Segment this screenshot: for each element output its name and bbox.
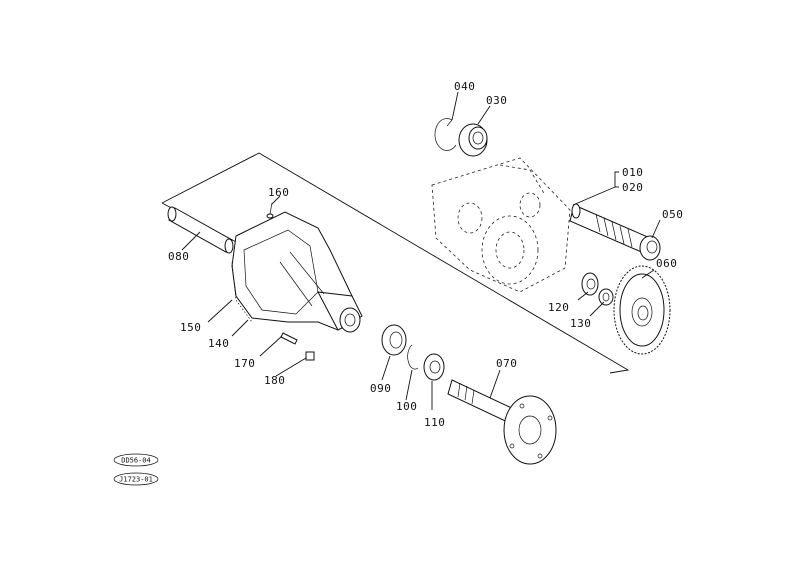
gear-060	[613, 265, 671, 355]
label-130: 130	[570, 317, 591, 330]
label-120: 120	[548, 301, 569, 314]
transmission-case	[431, 157, 571, 293]
bearing-050	[639, 235, 661, 261]
label-050: 050	[662, 208, 683, 221]
label-080: 080	[168, 250, 189, 263]
axle-housing-150	[231, 211, 363, 333]
label-020: 020	[622, 181, 643, 194]
reference-tag-1-text: DD56-04	[121, 457, 151, 465]
label-140: 140	[208, 337, 229, 350]
pin-160	[266, 202, 274, 219]
snap-ring-100	[407, 344, 419, 370]
oil-seal-090	[381, 324, 407, 356]
bolt-170	[280, 332, 298, 345]
bearing-120	[581, 272, 599, 296]
reference-tag-2-text: J1723-01	[119, 476, 153, 484]
label-040: 040	[454, 80, 475, 93]
leader-lines	[181, 91, 661, 410]
bearing-110	[423, 353, 445, 381]
pinion-shaft-010	[569, 203, 651, 255]
label-090: 090	[370, 382, 391, 395]
assembly-frame	[161, 152, 630, 374]
gasket-140	[231, 261, 253, 323]
bearing-030	[458, 123, 488, 157]
label-030: 030	[486, 94, 507, 107]
label-070: 070	[496, 357, 517, 370]
nut-130	[598, 288, 614, 306]
label-170: 170	[234, 357, 255, 370]
axle-shaft-070	[447, 379, 557, 465]
label-160: 160	[268, 186, 289, 199]
plug-180	[305, 351, 315, 361]
label-150: 150	[180, 321, 201, 334]
reference-tag-1: DD56-04	[113, 453, 159, 467]
snap-ring-040	[434, 118, 457, 151]
label-180: 180	[264, 374, 285, 387]
label-060: 060	[656, 257, 677, 270]
reference-tag-2: J1723-01	[113, 472, 159, 486]
label-110: 110	[424, 416, 445, 429]
label-100: 100	[396, 400, 417, 413]
label-010: 010	[622, 166, 643, 179]
tube-080	[167, 206, 234, 254]
